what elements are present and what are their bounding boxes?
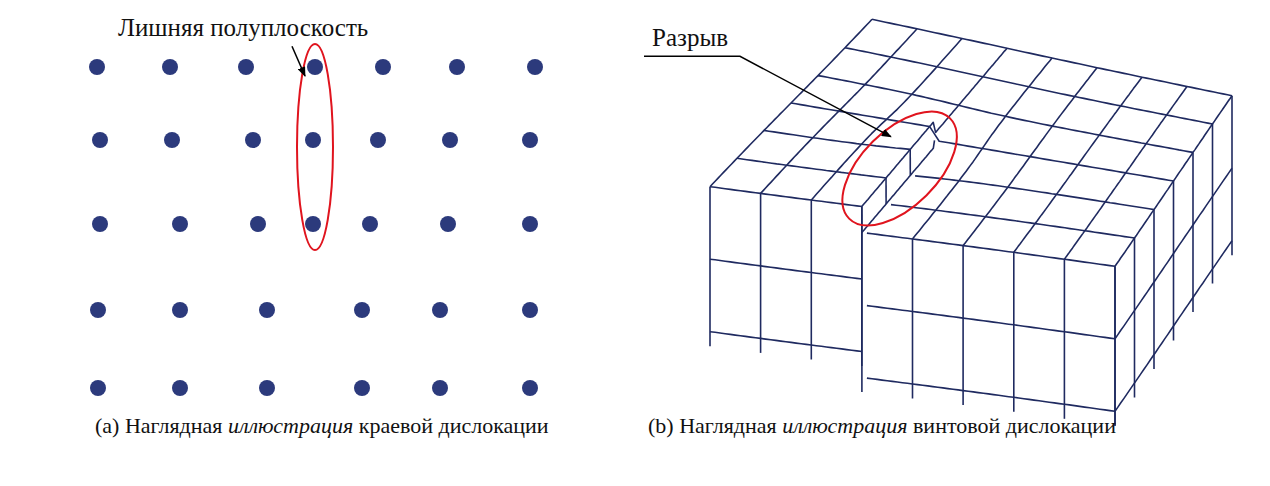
- lattice-line: [710, 259, 1115, 339]
- atom: [440, 216, 456, 232]
- lattice-line: [710, 332, 1115, 412]
- atom: [305, 132, 321, 148]
- cut-riser: [885, 178, 887, 204]
- lattice-line: [1153, 210, 1155, 370]
- caption-word: иллюстрация: [228, 413, 353, 438]
- lattice-line: [1115, 168, 1232, 339]
- atom: [164, 132, 180, 148]
- figure-caption: (a) Наглядная иллюстрация краевой дислок…: [95, 412, 595, 440]
- caption-word: Наглядная: [125, 413, 223, 438]
- lattice-atoms: [89, 59, 543, 396]
- lattice-line: [1064, 259, 1066, 419]
- caption-word: иллюстрация: [782, 413, 907, 438]
- atom: [370, 132, 386, 148]
- lattice-line: [1212, 124, 1214, 284]
- lattice-line: [1115, 241, 1232, 412]
- atom: [172, 380, 188, 396]
- atom: [250, 216, 266, 232]
- caption-word: дислокации: [1006, 413, 1116, 438]
- caption-word: (b): [648, 413, 674, 438]
- atom: [259, 302, 275, 318]
- lattice-grid: [710, 19, 1232, 426]
- lattice-line: [1013, 252, 1015, 411]
- atom: [172, 216, 188, 232]
- caption-word: винтовой: [913, 413, 1000, 438]
- lattice-line: [1192, 152, 1194, 312]
- atom: [449, 59, 465, 75]
- lattice-line: [1231, 96, 1233, 256]
- atom: [90, 380, 106, 396]
- lattice-line: [811, 39, 962, 201]
- atom: [245, 132, 261, 148]
- callout-label: Разрыв: [652, 22, 728, 53]
- lattice-line: [862, 48, 1007, 206]
- lattice-line: [962, 246, 964, 406]
- lattice-line: [1173, 181, 1175, 341]
- lattice-line: [810, 200, 812, 360]
- atom: [172, 302, 188, 318]
- atom: [90, 302, 106, 318]
- atom: [354, 380, 370, 396]
- lattice-line: [872, 19, 1232, 95]
- atom: [442, 132, 458, 148]
- atom: [375, 59, 391, 75]
- atom: [89, 59, 105, 75]
- atom: [92, 132, 108, 148]
- figure-caption: (b) Наглядная иллюстрация винтовой дисло…: [648, 412, 1158, 440]
- cut-ellipse: [822, 91, 976, 245]
- atom: [432, 380, 448, 396]
- atom: [527, 59, 543, 75]
- atom: [307, 59, 323, 75]
- atom: [522, 302, 538, 318]
- lattice-line: [760, 193, 762, 353]
- caption-word: дислокации: [438, 413, 548, 438]
- half-plane-ellipse: [297, 44, 333, 250]
- caption-word: Наглядная: [679, 413, 777, 438]
- atom: [259, 380, 275, 396]
- atom: [522, 216, 538, 232]
- atom: [522, 380, 538, 396]
- leader-line: [644, 56, 891, 136]
- lattice-line: [862, 140, 935, 232]
- leader-line: [292, 46, 305, 76]
- lattice-line: [913, 58, 1053, 239]
- callout-label: Лишняя полуплоскость: [118, 12, 368, 43]
- atom: [522, 132, 538, 148]
- atom: [432, 302, 448, 318]
- caption-word: (a): [95, 413, 119, 438]
- lattice-line: [912, 239, 914, 399]
- lattice-line: [1014, 77, 1142, 252]
- leader-lines: [292, 46, 891, 136]
- lattice-line: [1064, 87, 1187, 260]
- lattice-line: [1114, 266, 1116, 426]
- atom: [162, 59, 178, 75]
- caption-word: краевой: [359, 413, 433, 438]
- lattice-line: [709, 187, 711, 347]
- lattice-line: [963, 68, 1097, 246]
- lattice-line: [764, 130, 1154, 209]
- lattice-line: [861, 233, 863, 393]
- cut-riser: [909, 149, 911, 175]
- lattice-line: [1114, 266, 1116, 426]
- atom: [354, 302, 370, 318]
- atom: [238, 59, 254, 75]
- atom: [362, 216, 378, 232]
- atom: [305, 216, 321, 232]
- atom: [92, 216, 108, 232]
- lattice-line: [1134, 238, 1136, 398]
